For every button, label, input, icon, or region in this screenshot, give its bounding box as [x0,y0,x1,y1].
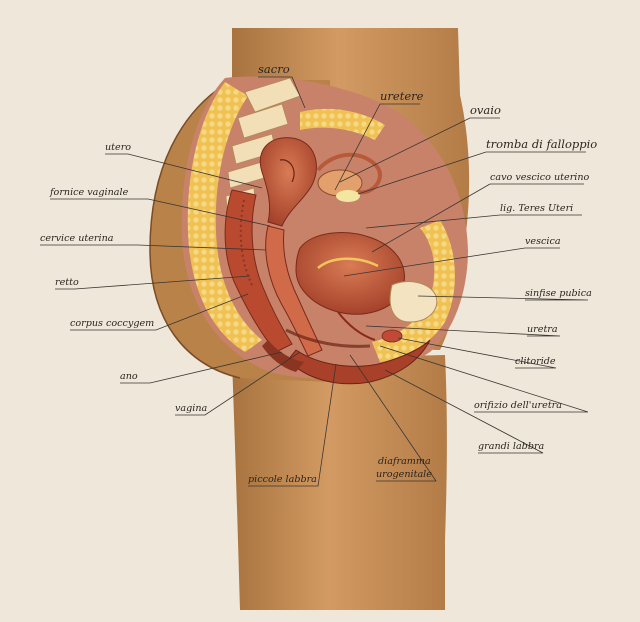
fat-layer-top [300,108,385,140]
label-fornice: fornice vaginale [49,187,129,198]
clitoris [381,329,403,343]
fat-layer-back [187,82,262,352]
fat-layer-front [372,220,456,362]
label-cervice: cervice uterina [40,233,114,244]
uterus [259,137,317,227]
leader-lines [40,76,589,487]
label-piccole: piccole labbra [248,474,317,485]
label-ano: ano [120,371,138,382]
label-clitoride: clitoride [515,356,556,367]
label-tromba: tromba di falloppio [486,137,597,151]
label-diaframma-2: urogenitale [376,469,432,480]
anus-area [262,340,304,372]
vagina-canal [265,225,323,357]
label-diaframma-1: diaframma [378,456,431,467]
bladder [295,232,405,315]
label-sinfise: sinfise pubica [525,288,592,299]
label-teres: lig. Teres Uteri [500,203,573,214]
label-cavo: cavo vescico uterino [490,172,590,183]
label-uretere: uretere [380,89,424,103]
label-sacro: sacro [258,62,290,76]
label-retto: retto [55,277,79,288]
label-grandi: grandi labbra [478,441,545,452]
label-vagina: vagina [175,403,208,414]
label-vescica: vescica [525,236,561,247]
pubic-symphysis [389,281,438,323]
label-orifizio: orifizio dell'uretra [474,400,562,411]
urethra [337,311,376,341]
urogenital-diaphragm [285,328,371,348]
labia [287,339,431,385]
label-utero: utero [105,142,131,153]
label-coccygem: corpus coccygem [70,318,154,329]
label-ovaio: ovaio [470,103,501,117]
label-uretra: uretra [527,324,558,335]
